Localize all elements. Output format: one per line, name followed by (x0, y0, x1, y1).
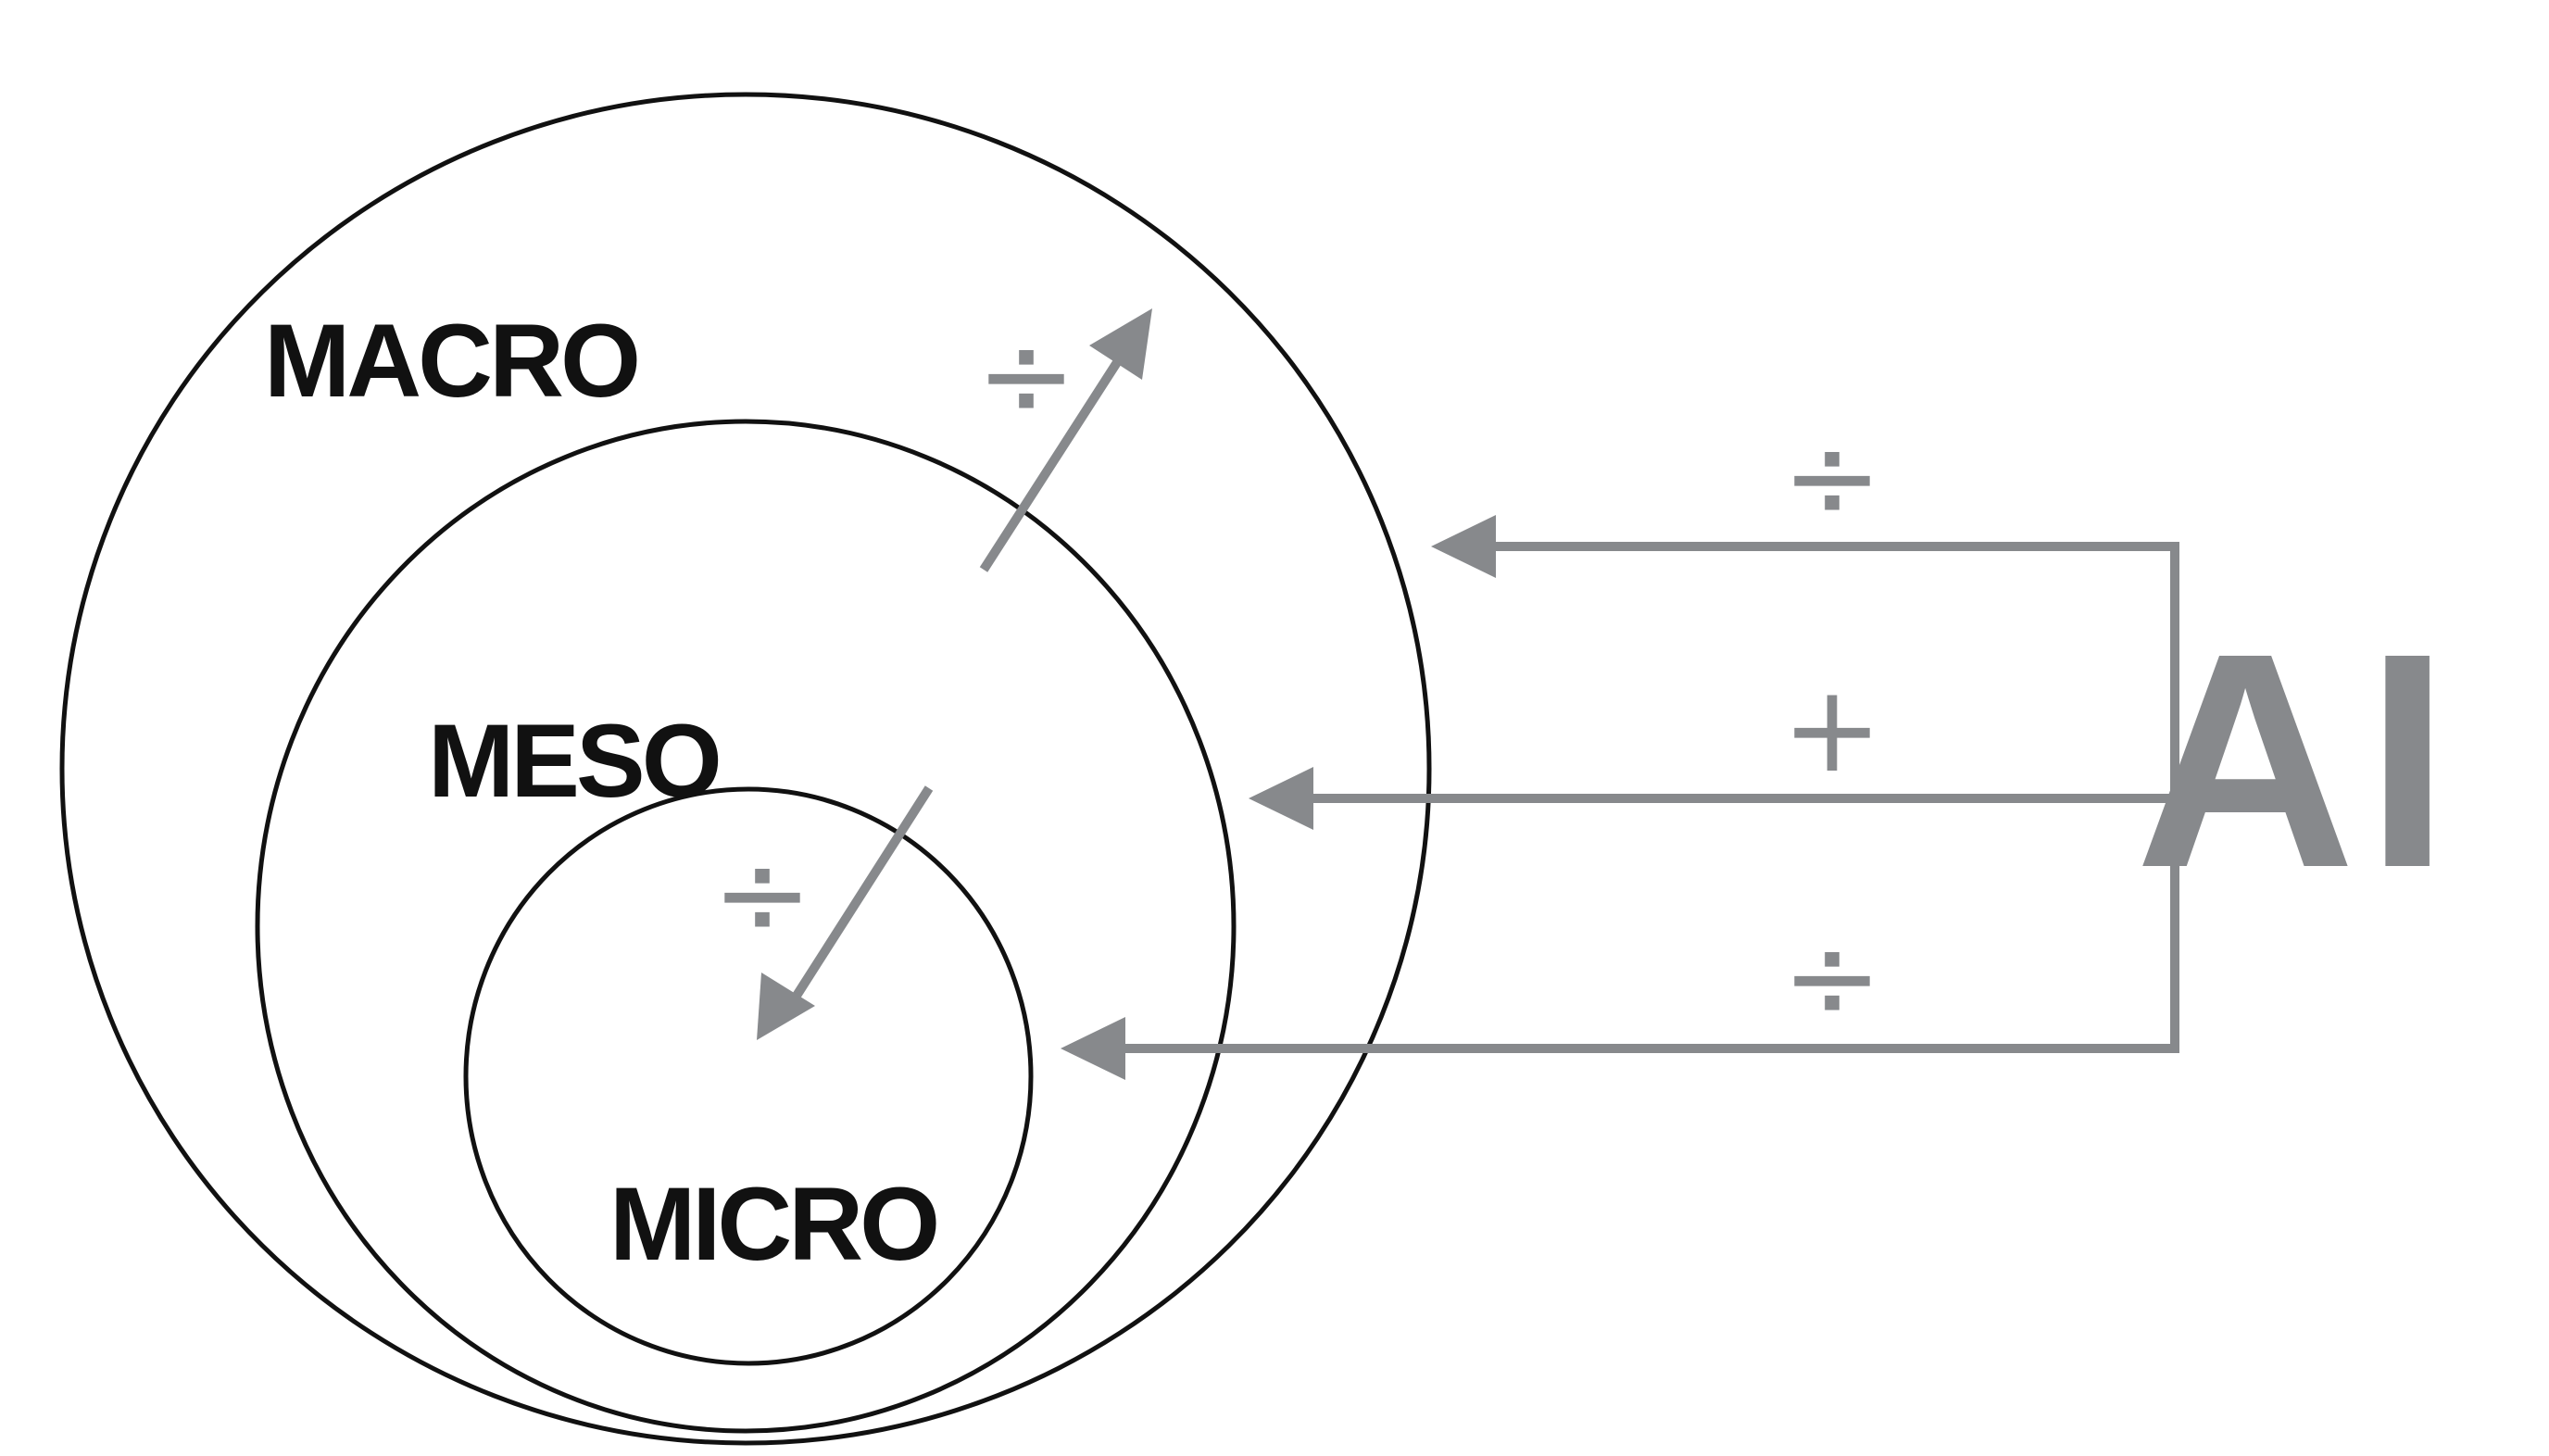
ai-label: AI (2135, 589, 2459, 931)
arrow-meso-micro-shaft (792, 785, 934, 998)
meso-circle (255, 419, 1237, 1434)
micro-label: MICRO (609, 1166, 936, 1282)
macro-circle (59, 92, 1432, 1446)
arrow-meso-macro-head (1089, 308, 1152, 380)
divide-symbol-meso-macro: ÷ (976, 305, 1077, 446)
arrow-ai-macro-head (1431, 515, 1496, 578)
meso-label: MESO (428, 703, 719, 819)
arrow-ai-micro-head (1061, 1017, 1125, 1080)
arrow-meso-macro-shaft (979, 354, 1125, 572)
arrow-ai-meso-head (1249, 767, 1313, 830)
arrow-meso-micro-head (757, 973, 815, 1040)
divide-symbol-meso-micro: ÷ (712, 823, 813, 964)
plus-symbol-ai-meso: + (1782, 659, 1883, 799)
macro-label: MACRO (264, 303, 637, 419)
divide-symbol-ai-macro: ÷ (1782, 407, 1883, 547)
micro-circle (463, 786, 1034, 1366)
divide-symbol-ai-micro: ÷ (1782, 907, 1883, 1048)
